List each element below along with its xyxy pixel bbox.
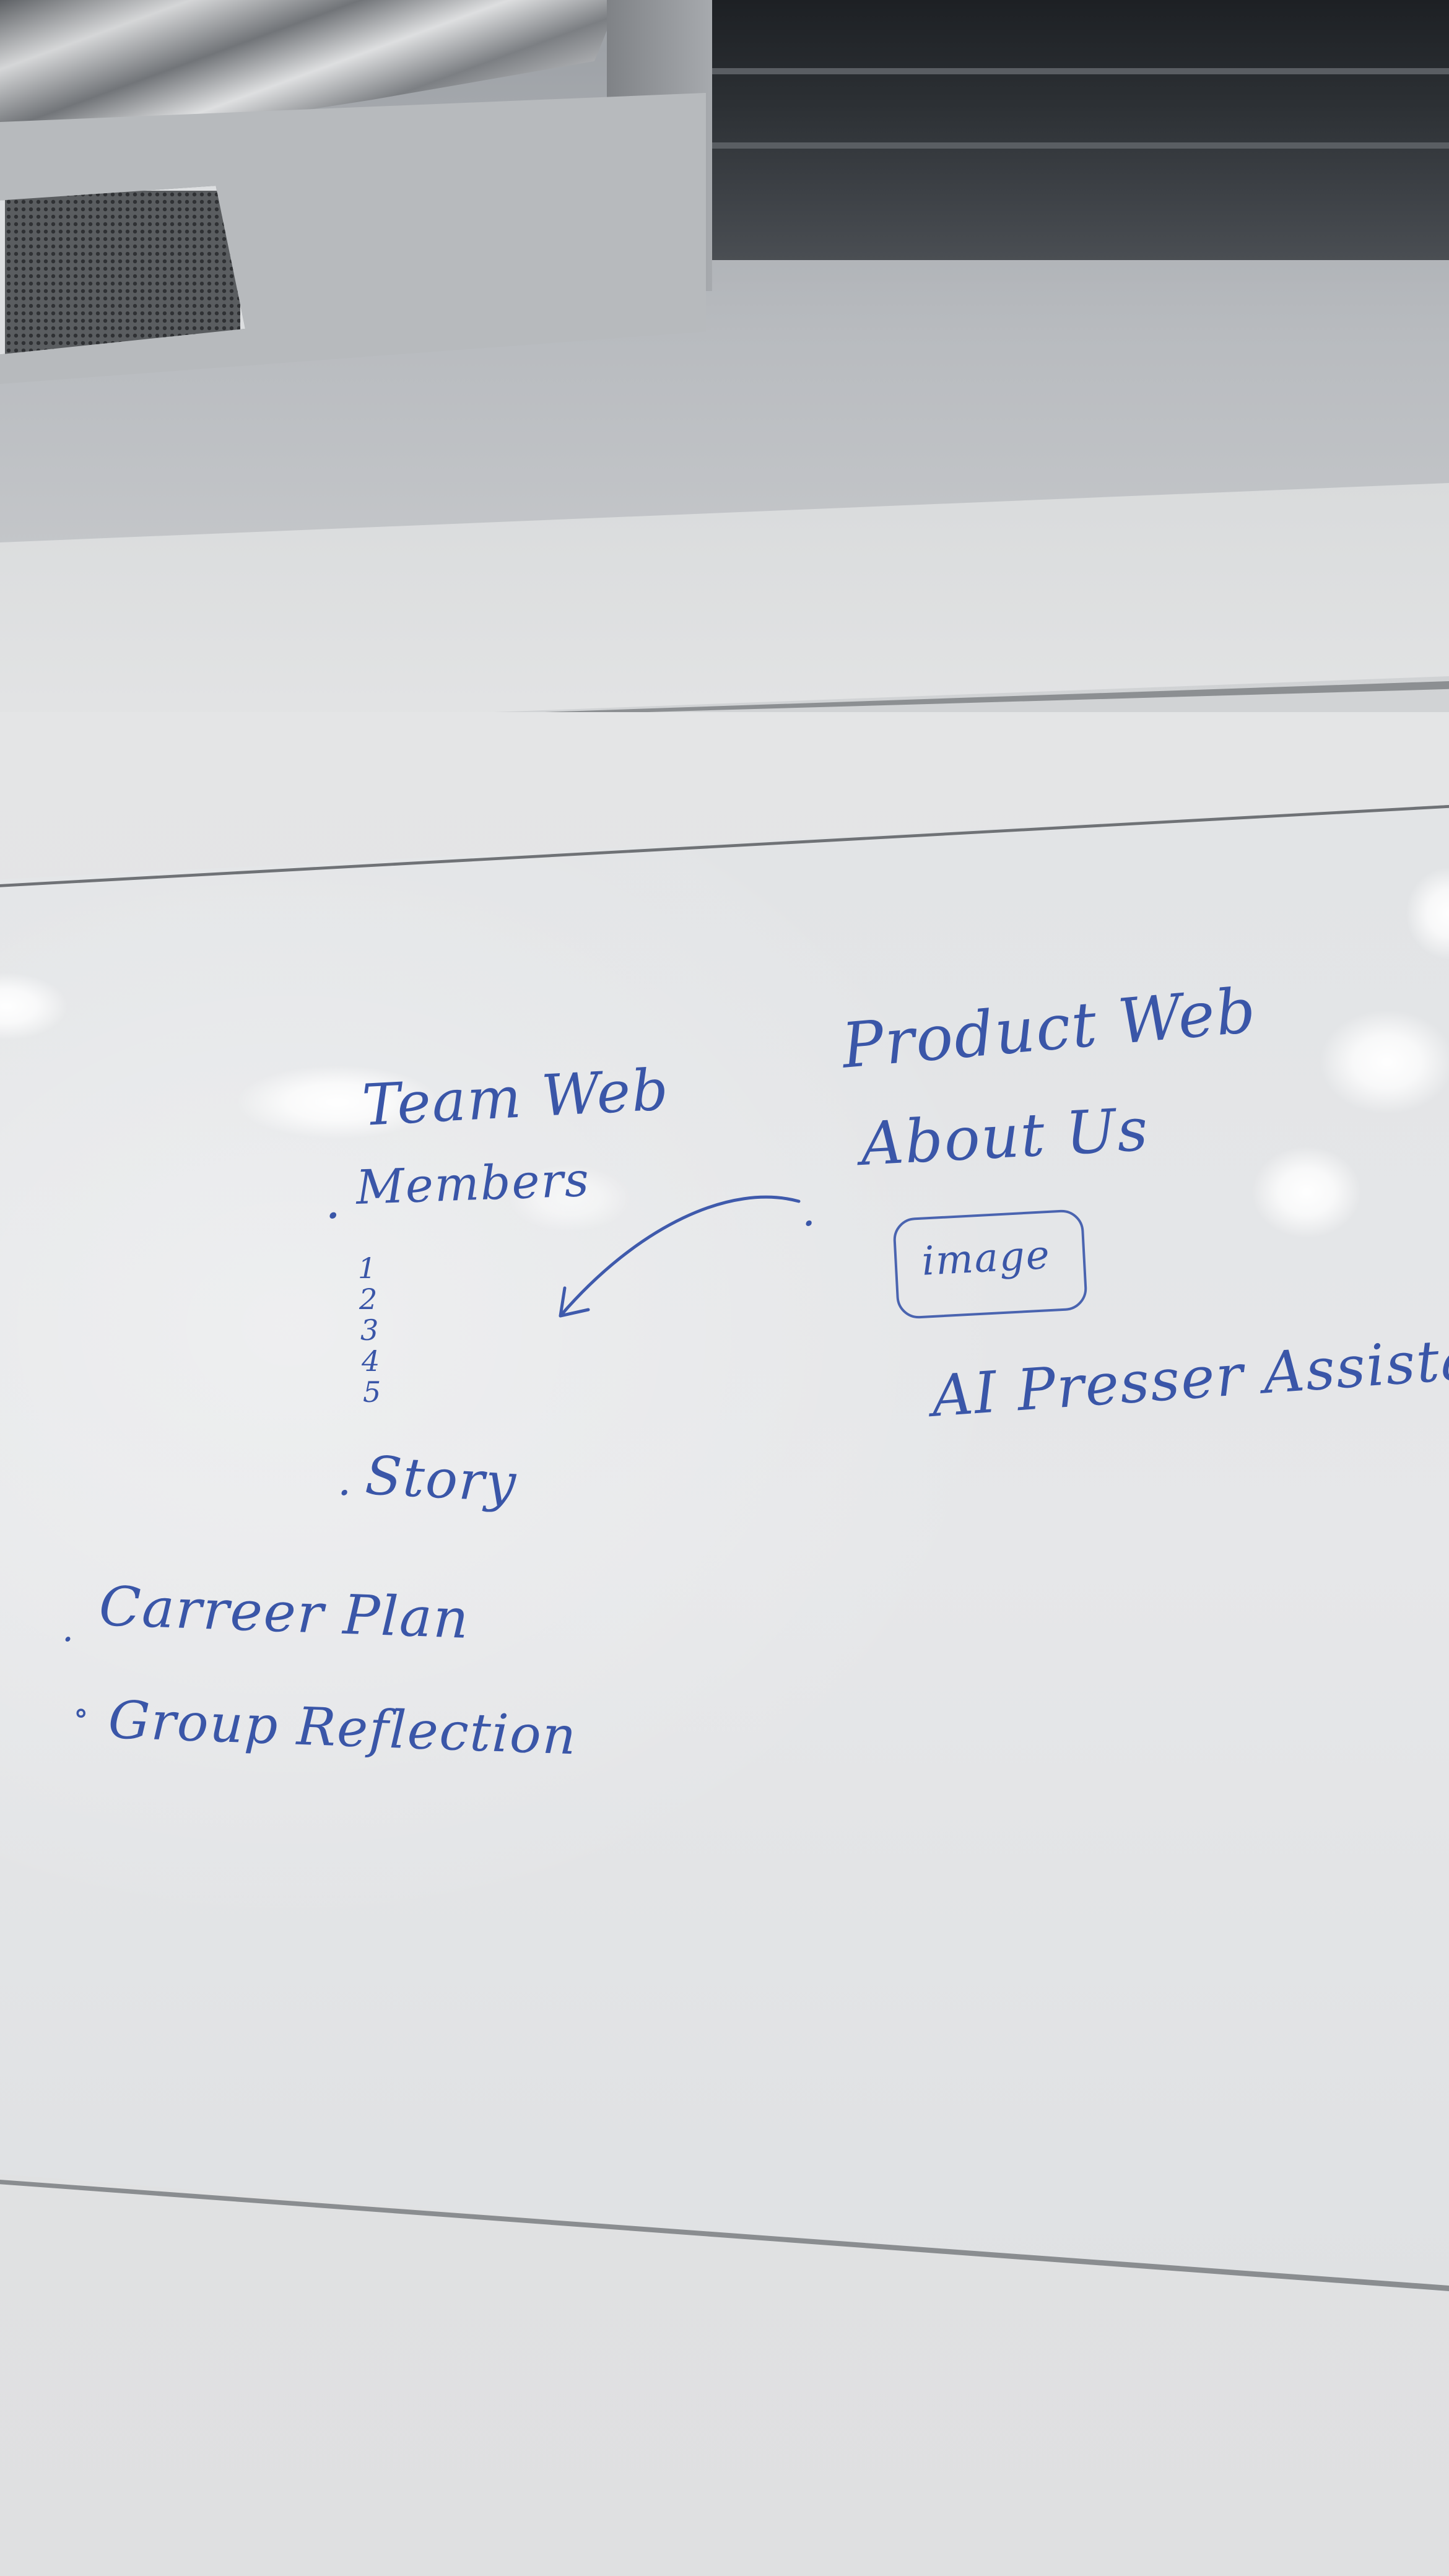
group-bullet: ∘ <box>73 1694 90 1731</box>
group-reflection-label: Group Reflection <box>107 1689 578 1767</box>
member-number-1: 1 <box>358 1251 378 1285</box>
career-plan-label: Carreer Plan <box>98 1574 471 1651</box>
whiteboard <box>0 805 1449 2293</box>
member-number-5: 5 <box>363 1375 383 1409</box>
light-glare <box>235 1065 440 1139</box>
career-bullet: . <box>62 1607 76 1650</box>
dark-ceiling-cavity <box>694 0 1449 260</box>
about-us-label: About Us <box>859 1094 1151 1179</box>
light-glare <box>508 1164 632 1232</box>
ceiling-pipe <box>694 68 1449 74</box>
member-number-4: 4 <box>362 1344 381 1378</box>
arrow-icon <box>559 1195 801 1318</box>
light-glare <box>1251 1146 1362 1238</box>
members-bullet: . <box>325 1172 342 1230</box>
story-bullet: . <box>337 1455 353 1505</box>
image-placeholder-box: image <box>892 1209 1089 1320</box>
light-glare <box>1319 1009 1449 1115</box>
team-web-heading: Team Web <box>360 1056 671 1139</box>
member-number-2: 2 <box>359 1282 379 1316</box>
image-box-label: image <box>920 1232 1052 1285</box>
story-label: Story <box>363 1445 519 1515</box>
ceiling-pipe <box>694 142 1449 149</box>
air-vent-grille <box>0 186 245 355</box>
member-number-3: 3 <box>360 1313 380 1347</box>
about-bullet: . <box>802 1185 817 1236</box>
